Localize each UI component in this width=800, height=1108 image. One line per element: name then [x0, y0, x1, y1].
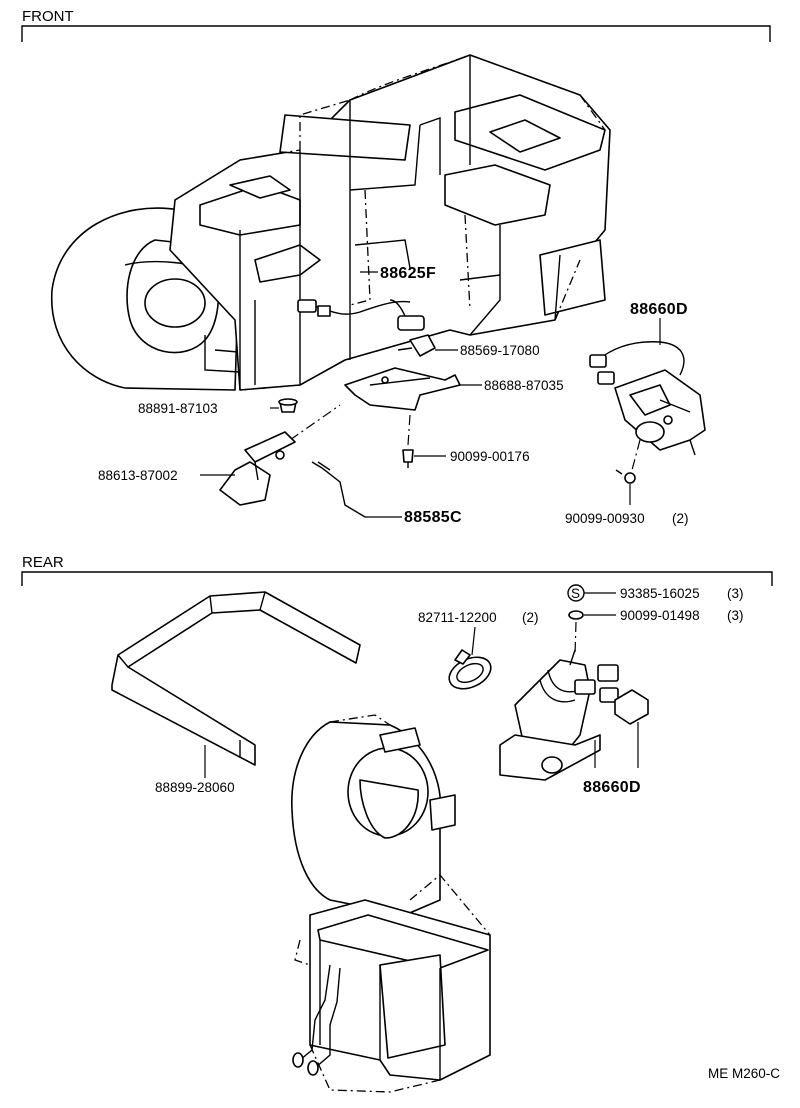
label-88625F: 88625F [380, 265, 436, 282]
s-symbol-letter: S [571, 586, 580, 601]
label-88899-28060: 88899-28060 [155, 780, 235, 795]
label-90099-01498: 90099-01498 [620, 608, 700, 623]
hose-clamp-82711-12200 [448, 649, 492, 690]
label-88660D-rear: 88660D [583, 779, 641, 796]
wire-harness-88625F [297, 299, 425, 331]
front-section-bracket [21, 25, 771, 42]
servo-motor-88660D-rear [499, 621, 649, 781]
servo-motor-88660D-front [589, 341, 706, 456]
label-90099-00930: 90099-00930 [565, 511, 645, 526]
rear-section-bracket [21, 571, 773, 586]
label-82711-12200: 82711-12200 [418, 610, 497, 625]
label-90099-00176: 90099-00176 [450, 449, 530, 464]
sensor-rod-88585C [311, 461, 366, 518]
label-93385-16025: 93385-16025 [620, 586, 700, 601]
label-88585C: 88585C [404, 509, 462, 526]
section-label-rear: REAR [22, 554, 64, 571]
seal-frame-88899-28060 [111, 591, 361, 766]
figure-code: ME M260-C [708, 1066, 780, 1081]
leader-82711-12200 [471, 626, 476, 656]
label-88660D-front: 88660D [630, 301, 688, 318]
washer-90099-01498 [568, 610, 584, 620]
front-heater-unit [50, 54, 611, 391]
sensor-clamp-88613-87002 [219, 404, 341, 506]
leader-88660D-rear [594, 722, 639, 768]
label-88891-87103: 88891-87103 [138, 401, 218, 416]
grommet-88891-87103 [278, 398, 298, 413]
connector-bracket-88569-17080 [397, 334, 436, 357]
label-88569-17080: 88569-17080 [460, 343, 540, 358]
label-88613-87002: 88613-87002 [98, 468, 178, 483]
section-label-front: FRONT [22, 8, 74, 25]
qty-90099-01498: (3) [727, 608, 744, 623]
qty-82711-12200: (2) [522, 610, 539, 625]
screw-90099-00176 [402, 414, 414, 468]
label-88688-87035: 88688-87035 [484, 378, 564, 393]
qty-90099-00930: (2) [672, 511, 689, 526]
qty-93385-16025: (3) [727, 586, 744, 601]
rear-heater-unit [291, 714, 491, 1093]
cover-plate-88688-87035 [344, 367, 461, 411]
screw-90099-00930 [615, 439, 641, 484]
